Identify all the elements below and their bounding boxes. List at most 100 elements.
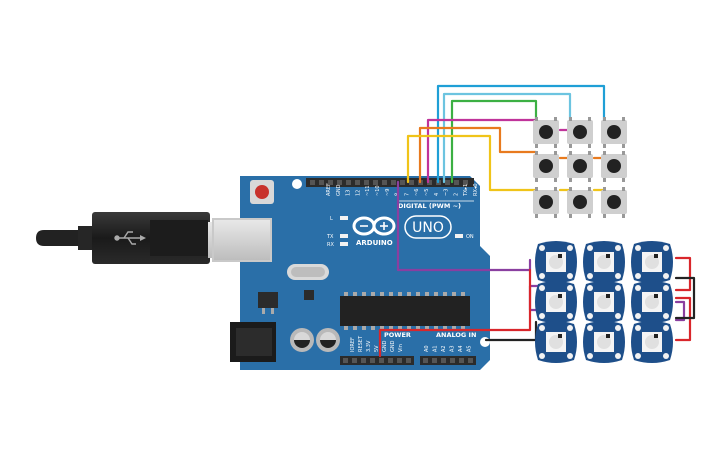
header-pin[interactable] bbox=[441, 358, 446, 363]
mount-hole bbox=[480, 233, 490, 243]
pin-label: A1 bbox=[433, 345, 439, 352]
voltage-regulator bbox=[258, 292, 278, 308]
header-pin[interactable] bbox=[445, 180, 450, 185]
header-pin[interactable] bbox=[310, 180, 315, 185]
pin-label: ~10 bbox=[375, 185, 381, 196]
pin-label: RESET bbox=[358, 335, 364, 352]
pin-label: AREF bbox=[326, 183, 332, 196]
header-pin[interactable] bbox=[450, 358, 455, 363]
capacitor bbox=[316, 328, 340, 352]
pin-label: ~5 bbox=[424, 189, 430, 196]
pin-label: A4 bbox=[458, 345, 464, 352]
header-pin[interactable] bbox=[355, 180, 360, 185]
header-pin[interactable] bbox=[319, 180, 324, 185]
neopixel[interactable] bbox=[631, 321, 673, 363]
neopixel[interactable] bbox=[535, 321, 577, 363]
header-pin[interactable] bbox=[346, 180, 351, 185]
wire-lightblue bbox=[442, 92, 572, 184]
pin-label: GND bbox=[390, 340, 396, 352]
header-pin[interactable] bbox=[468, 358, 473, 363]
pushbutton[interactable] bbox=[567, 151, 593, 182]
neopixel[interactable] bbox=[535, 281, 577, 323]
pin-label: IOREF bbox=[350, 337, 356, 352]
analog-header-label: ANALOG IN bbox=[436, 331, 476, 339]
header-pin[interactable] bbox=[373, 180, 378, 185]
header-pin[interactable] bbox=[337, 180, 342, 185]
pushbutton[interactable] bbox=[601, 151, 627, 182]
header-pin[interactable] bbox=[463, 180, 468, 185]
arduino-logo bbox=[352, 216, 396, 236]
pin-label: A2 bbox=[441, 345, 447, 352]
neopixel[interactable] bbox=[631, 281, 673, 323]
wire-orange bbox=[418, 126, 538, 184]
analog-header bbox=[420, 356, 476, 365]
header-pin[interactable] bbox=[343, 358, 348, 363]
wires bbox=[378, 84, 696, 358]
capacitor bbox=[290, 328, 314, 352]
pin-label: 7 bbox=[404, 193, 410, 196]
wire-purple-3 bbox=[674, 300, 686, 322]
header-pin[interactable] bbox=[352, 358, 357, 363]
pin-label: RX◂0 bbox=[473, 183, 479, 196]
reset-button-cap[interactable] bbox=[255, 185, 269, 199]
pin-label: TX▸1 bbox=[463, 184, 469, 197]
pin-label: ~11 bbox=[365, 185, 371, 196]
header-pin[interactable] bbox=[432, 358, 437, 363]
digital-header-label: DIGITAL (PWM ~) bbox=[398, 202, 461, 210]
pin-label: A5 bbox=[467, 345, 473, 352]
pin-label: 3.3V bbox=[366, 340, 372, 352]
wire-blue bbox=[436, 84, 606, 184]
header-pin[interactable] bbox=[361, 358, 366, 363]
header-pin[interactable] bbox=[427, 180, 432, 185]
uno-badge: UNO bbox=[404, 215, 452, 239]
header-pin[interactable] bbox=[370, 358, 375, 363]
pin-label: A0 bbox=[424, 345, 430, 352]
pushbutton[interactable] bbox=[567, 187, 593, 218]
pin-label: ~6 bbox=[414, 189, 420, 196]
header-pin[interactable] bbox=[397, 358, 402, 363]
pushbutton[interactable] bbox=[533, 187, 559, 218]
header-pin[interactable] bbox=[400, 180, 405, 185]
pushbutton[interactable] bbox=[533, 151, 559, 182]
mount-hole bbox=[292, 179, 302, 189]
pin-label: 12 bbox=[355, 190, 361, 196]
pushbutton[interactable] bbox=[601, 117, 627, 148]
neopixel[interactable] bbox=[583, 281, 625, 323]
pin-label: ~9 bbox=[385, 189, 391, 196]
pin-label: Vin bbox=[398, 344, 404, 352]
svg-text:TX: TX bbox=[326, 234, 334, 240]
usb-icon bbox=[114, 231, 146, 245]
header-pin[interactable] bbox=[388, 358, 393, 363]
header-pin[interactable] bbox=[459, 358, 464, 363]
header-pin[interactable] bbox=[454, 180, 459, 185]
wire-magenta bbox=[426, 118, 538, 184]
pushbutton[interactable] bbox=[567, 117, 593, 148]
microcontroller-chip bbox=[340, 296, 470, 326]
pin-label: 4 bbox=[434, 193, 440, 196]
pin-label: GND bbox=[382, 340, 388, 352]
svg-text:L: L bbox=[330, 216, 333, 222]
power-header-label: POWER bbox=[384, 331, 411, 339]
wire-purple bbox=[396, 180, 532, 272]
pin-label: ~3 bbox=[444, 189, 450, 196]
header-pin[interactable] bbox=[328, 180, 333, 185]
header-pin[interactable] bbox=[406, 358, 411, 363]
mount-hole bbox=[480, 337, 490, 347]
pushbutton[interactable] bbox=[533, 117, 559, 148]
header-pin[interactable] bbox=[382, 180, 387, 185]
header-pin[interactable] bbox=[391, 180, 396, 185]
header-pin[interactable] bbox=[379, 358, 384, 363]
neopixel[interactable] bbox=[631, 241, 673, 283]
neopixel[interactable] bbox=[535, 241, 577, 283]
neopixel[interactable] bbox=[583, 241, 625, 283]
wire-yellow bbox=[406, 134, 538, 192]
header-pin[interactable] bbox=[409, 180, 414, 185]
header-pin[interactable] bbox=[423, 358, 428, 363]
neopixel[interactable] bbox=[583, 321, 625, 363]
pin-label: 2 bbox=[453, 193, 459, 196]
header-pin[interactable] bbox=[364, 180, 369, 185]
pushbutton[interactable] bbox=[601, 187, 627, 218]
status-leds: L TX RX ON bbox=[326, 216, 474, 248]
pin-label: A3 bbox=[450, 345, 456, 352]
